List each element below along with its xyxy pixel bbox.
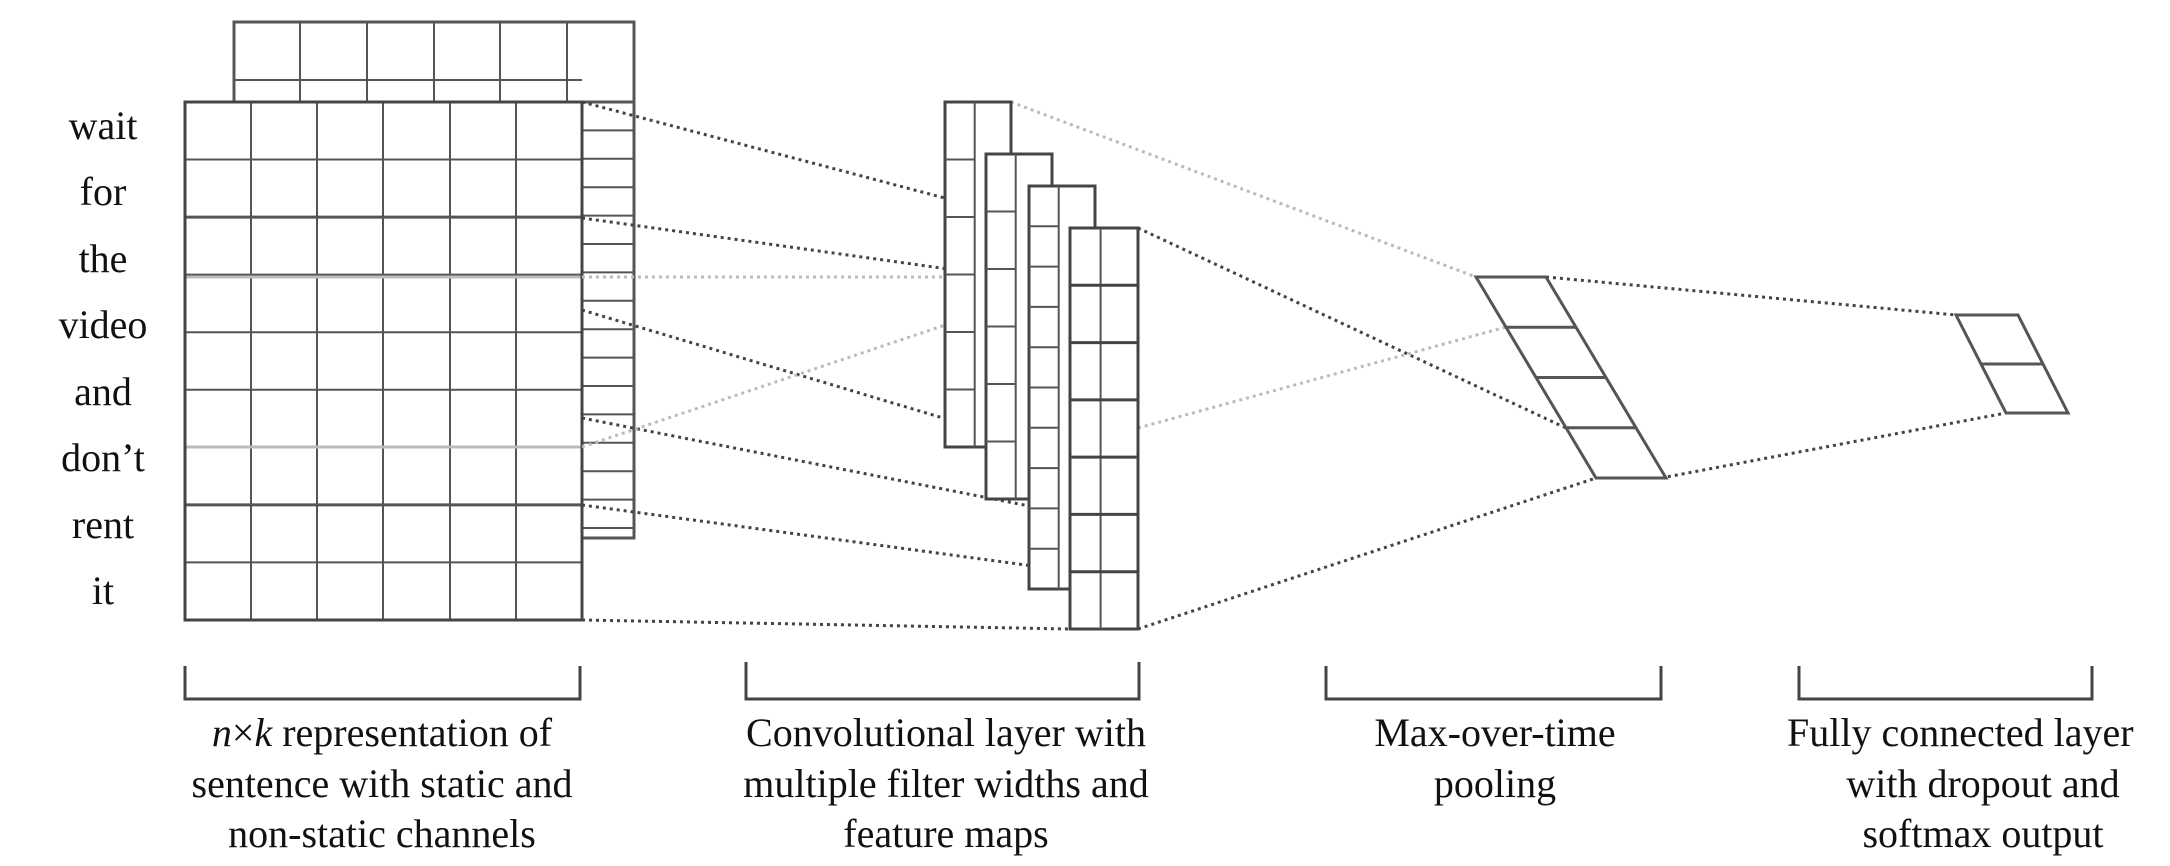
bracket-pool: [1324, 666, 1663, 701]
caption-fc-line3: softmax output: [1862, 811, 2103, 856]
caption-input-line2: sentence with static and: [192, 761, 573, 806]
connector-input-to-conv: [581, 100, 991, 212]
caption-fc-line1: Fully connected layer: [1787, 710, 2134, 755]
word-for: for: [80, 169, 127, 214]
back-channel-grid-lines: [234, 22, 634, 529]
connector-conv-to-pool: [1010, 100, 1477, 279]
sentence-words: wait for the video and don’t rent it: [59, 103, 148, 613]
connector-conv-to-pool: [1137, 325, 1507, 430]
section-brackets: [183, 662, 2094, 701]
connector-input-to-conv: [581, 503, 1071, 573]
caption-pool: Max-over-time pooling: [1374, 710, 1615, 806]
connector-pool-to-fc: [1545, 275, 1957, 317]
word-and: and: [74, 369, 132, 414]
word-it: it: [92, 568, 114, 613]
front-channel-border: [183, 100, 584, 622]
caption-conv-line3: feature maps: [843, 811, 1048, 856]
fully-connected-output: [1953, 313, 2071, 415]
caption-fc-line2: with dropout and: [1846, 761, 2119, 806]
connector-input-to-conv: [581, 216, 1071, 288]
conv-feature-map: [1068, 226, 1140, 631]
bracket-fc: [1797, 666, 2094, 701]
caption-conv-line1: Convolutional layer with: [746, 710, 1146, 755]
bracket-input: [183, 666, 582, 701]
caption-var-k: k: [254, 710, 273, 755]
back-channel-right-strip: [580, 100, 636, 540]
connector-conv-to-pool: [1137, 476, 1597, 631]
connection-lines: [581, 100, 2007, 631]
caption-input-line1-rest: representation of: [272, 710, 553, 755]
word-the: the: [79, 236, 128, 281]
word-video: video: [59, 302, 148, 347]
front-channel-grid-lines: [185, 102, 582, 620]
bracket-conv: [744, 662, 1141, 701]
connector-conv-to-pool: [1137, 226, 1567, 430]
caption-input-line1: n×k representation of: [212, 710, 553, 755]
connector-input-to-conv: [581, 618, 1071, 631]
word-dont: don’t: [61, 435, 145, 480]
connector-input-to-conv: [581, 308, 1071, 458]
word-wait: wait: [69, 103, 138, 148]
caption-fc: Fully connected layer with dropout and s…: [1787, 710, 2134, 856]
max-pooling-vector: [1473, 275, 1669, 480]
caption-var-n: n: [212, 710, 232, 755]
word-rent: rent: [72, 502, 134, 547]
input-matrix-front-channel: [183, 100, 584, 622]
connector-window-to-conv: [581, 308, 991, 449]
caption-input: n×k representation of sentence with stat…: [192, 710, 573, 856]
conv-feature-maps: [943, 100, 1140, 631]
caption-conv-line2: multiple filter widths and: [743, 761, 1149, 806]
connector-pool-to-fc: [1660, 411, 2007, 480]
caption-conv: Convolutional layer with multiple filter…: [743, 710, 1149, 856]
caption-pool-line2: pooling: [1434, 761, 1556, 806]
caption-input-line3: non-static channels: [228, 811, 536, 856]
caption-pool-line1: Max-over-time: [1374, 710, 1615, 755]
caption-times: ×: [232, 710, 255, 755]
